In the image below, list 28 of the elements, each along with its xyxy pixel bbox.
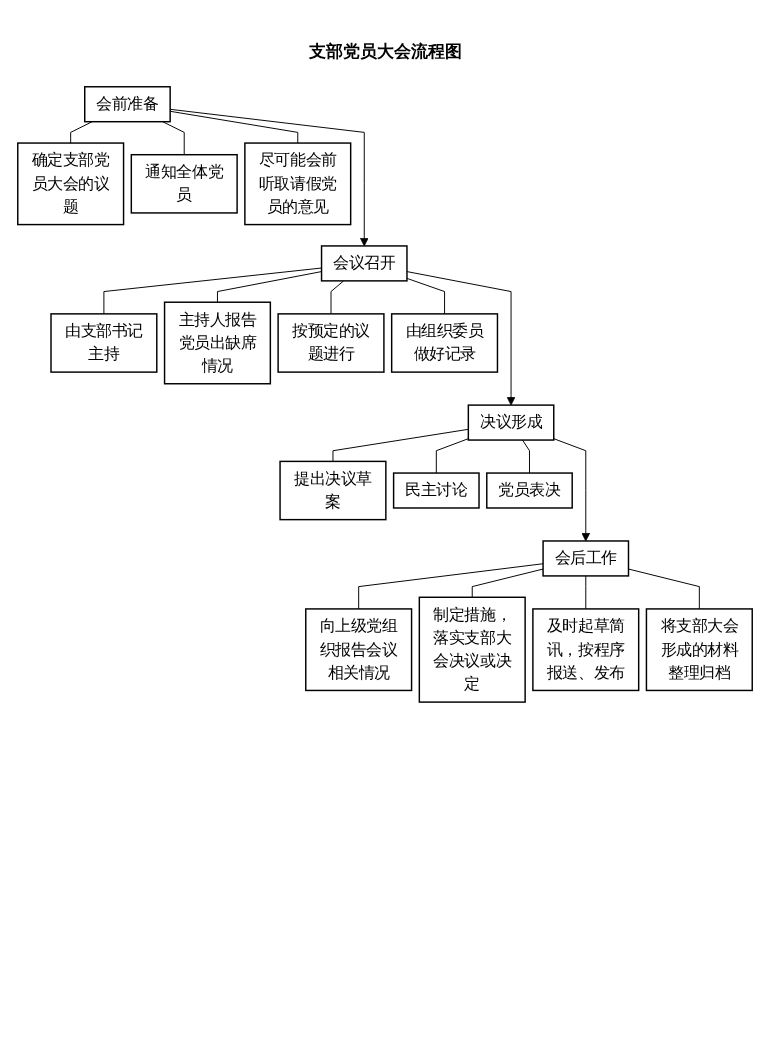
node-box: 由支部书记主持 — [50, 313, 158, 373]
node-box: 会议召开 — [320, 245, 408, 282]
node-box: 尽可能会前听取请假党员的意见 — [244, 142, 352, 226]
node-box: 主持人报告党员出缺席情况 — [163, 301, 272, 385]
connector — [358, 563, 544, 610]
node-box: 向上级党组织报告会议相关情况 — [305, 608, 413, 692]
connector — [471, 568, 544, 598]
node-box: 将支部大会形成的材料整理归档 — [645, 608, 753, 692]
connector — [70, 121, 93, 144]
node-box: 制定措施，落实支部大会决议或决定 — [418, 596, 526, 703]
connector — [585, 575, 587, 610]
diagram-title: 支部党员大会流程图 — [307, 40, 463, 63]
node-box: 按预定的议题进行 — [277, 313, 385, 373]
node-box: 决议形成 — [467, 404, 555, 441]
connector — [628, 568, 700, 610]
connector — [330, 280, 345, 315]
connector — [522, 439, 530, 474]
connector — [406, 277, 446, 315]
connector — [332, 428, 469, 462]
node-box: 民主讨论 — [392, 472, 480, 509]
node-box: 及时起草简讯，按程序报送、发布 — [532, 608, 640, 692]
node-box: 会前准备 — [84, 86, 171, 123]
node-box: 由组织委员做好记录 — [390, 313, 499, 373]
node-box: 提出决议草案 — [279, 460, 387, 521]
node-box: 通知全体党员 — [130, 153, 238, 214]
node-box: 会后工作 — [542, 540, 630, 577]
node-box: 确定支部党员大会的议题 — [17, 142, 125, 226]
node-box: 党员表决 — [486, 472, 573, 509]
